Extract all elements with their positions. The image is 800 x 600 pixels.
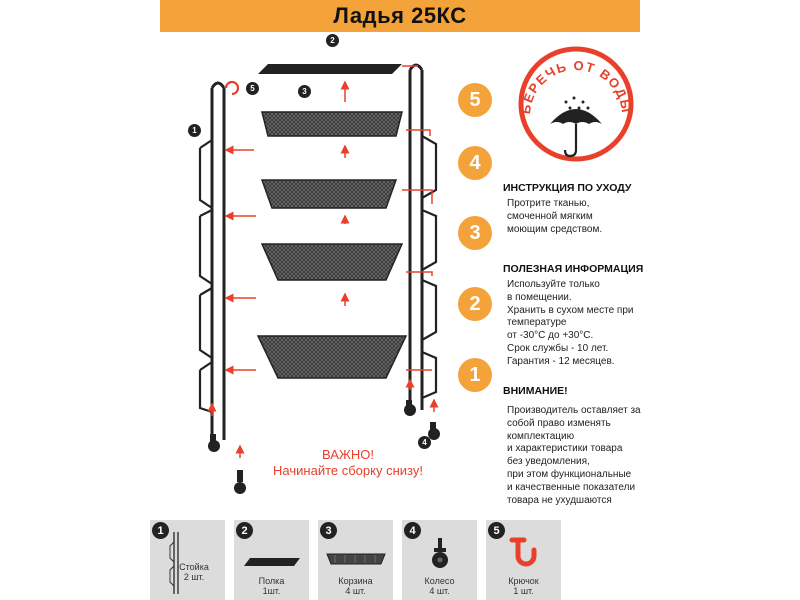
warning-line: Производитель оставляет за (507, 405, 641, 416)
umbrella-icon (550, 96, 602, 158)
part-number: 3 (320, 522, 337, 539)
warning-line: собой право изменять (507, 417, 611, 429)
useful-line: Гарантия - 12 месяцев. (507, 355, 615, 367)
part-card-hook: 5 Крючок 1 шт. (486, 520, 561, 600)
part-card-basket: 3 Корзина 4 шт. (318, 520, 393, 600)
useful-line: в помещении. (507, 291, 572, 303)
cart-illustration (198, 63, 440, 494)
useful-line: от -30°С до +30°С. (507, 330, 594, 342)
step-2-circle: 2 (458, 287, 492, 321)
useful-info-section: ПОЛЕЗНАЯ ИНФОРМАЦИЯ Используйте только в… (503, 263, 663, 369)
basket-3 (260, 243, 404, 281)
title-banner: Ладья 25КС (160, 0, 640, 32)
warning-line: и качественные показатели (507, 481, 636, 493)
part-qty: 4 шт. (429, 586, 450, 596)
wheels (208, 400, 440, 494)
warning-line: комплектацию (507, 430, 575, 442)
step-5-circle: 5 (458, 83, 492, 117)
part-name: Колесо (424, 576, 455, 586)
hook (224, 80, 240, 96)
warning-line: и характеристики товара (507, 443, 623, 455)
important-text: Начинайте сборку снизу! (273, 463, 423, 478)
marker-part-5: 5 (246, 82, 259, 95)
useful-line: Срок службы - 10 лет. (507, 342, 609, 354)
step-1-circle: 1 (458, 358, 492, 392)
marker-part-2: 2 (326, 34, 339, 47)
right-upright (408, 70, 424, 410)
step-4-circle: 4 (458, 146, 492, 180)
basket-4 (260, 179, 398, 209)
warning-line: без уведомления, (507, 456, 590, 468)
part-card-upright: 1 Стойка 2 шт. (150, 520, 225, 600)
part-card-wheel: 4 Колесо 4 шт. (402, 520, 477, 600)
step-3-circle: 3 (458, 216, 492, 250)
part-number: 4 (404, 522, 421, 539)
assembly-note: ВАЖНО! Начинайте сборку снизу! (258, 447, 438, 479)
part-name: Крючок (508, 576, 539, 586)
care-line: моющим средством. (507, 223, 603, 235)
care-line: смоченной мягким (507, 210, 593, 222)
important-heading: ВАЖНО! (321, 447, 375, 462)
warning-line: при этом функциональные (507, 468, 632, 480)
parts-list: 1 Стойка 2 шт. 2 Полка 1шт. 3 Корзина 4 … (150, 520, 561, 600)
useful-line: Хранить в сухом месте при (507, 304, 634, 316)
marker-part-1: 1 (188, 124, 201, 137)
warning-section: ВНИМАНИЕ! Производитель оставляет за соб… (503, 385, 663, 507)
part-qty: 1шт. (262, 586, 281, 596)
upright-icon (169, 532, 179, 594)
part-name: Стойка (179, 562, 209, 572)
product-title: Ладья 25КС (333, 3, 467, 28)
top-shelf (258, 64, 402, 74)
part-number: 5 (488, 522, 505, 539)
part-name: Полка (258, 576, 285, 586)
part-qty: 1 шт. (513, 586, 534, 596)
marker-part-3: 3 (298, 85, 311, 98)
part-number: 2 (236, 522, 253, 539)
warning-heading: ВНИМАНИЕ! (503, 385, 568, 397)
part-qty: 2 шт. (183, 572, 205, 582)
useful-line: температуре (507, 317, 567, 329)
care-section: ИНСТРУКЦИЯ ПО УХОДУ Протрите тканью, смо… (503, 182, 663, 236)
useful-line: Используйте только (507, 279, 600, 290)
part-name: Корзина (338, 576, 373, 586)
left-upright (210, 88, 226, 440)
basket-icon (326, 553, 386, 565)
basket-5 (261, 111, 403, 137)
care-line: Протрите тканью, (507, 198, 590, 209)
part-qty: 4 шт. (345, 586, 366, 596)
hook-icon (509, 537, 537, 567)
assembly-diagram: 2 3 1 5 4 (170, 34, 470, 500)
part-card-shelf: 2 Полка 1шт. (234, 520, 309, 600)
care-heading: ИНСТРУКЦИЯ ПО УХОДУ (503, 182, 632, 194)
part-number: 1 (152, 522, 169, 539)
keep-dry-emblem: БЕРЕЧЬ ОТ ВОДЫ (508, 36, 644, 172)
shelf-icon (244, 558, 300, 566)
warning-line: товара не ухудшаются (507, 494, 612, 506)
marker-part-4: 4 (418, 436, 431, 449)
basket-1 (256, 335, 408, 379)
wheel-icon (432, 538, 448, 568)
useful-heading: ПОЛЕЗНАЯ ИНФОРМАЦИЯ (503, 263, 644, 275)
